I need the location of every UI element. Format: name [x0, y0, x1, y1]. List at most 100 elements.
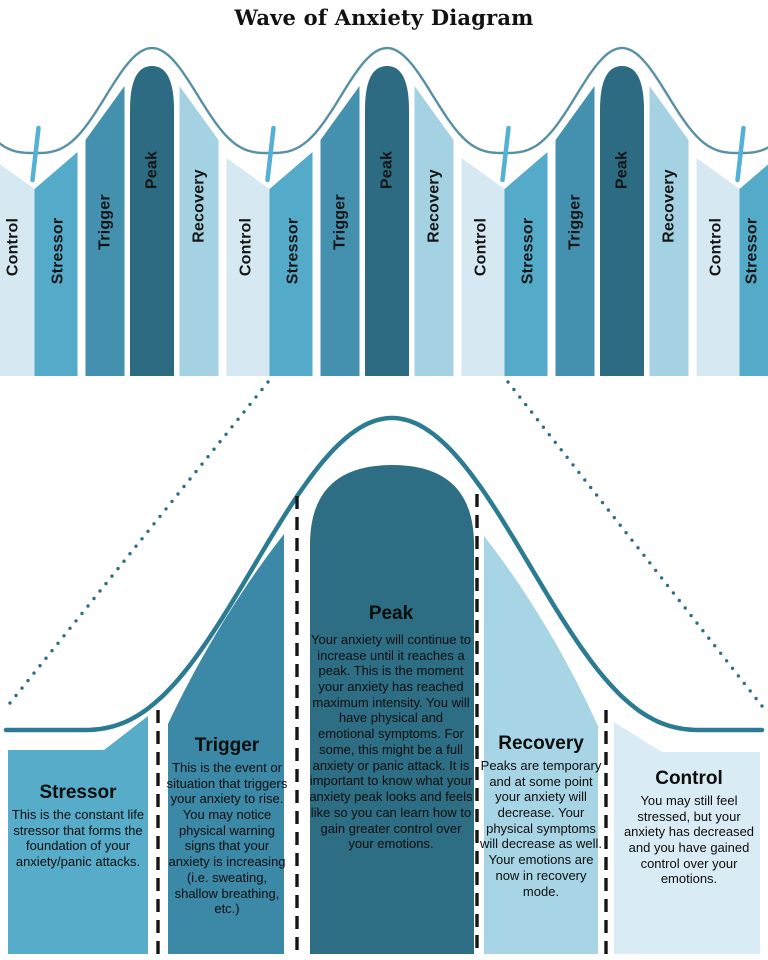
peak-body: Your anxiety will continue to increase u… [309, 631, 473, 852]
dotted-line-dot [553, 440, 557, 444]
trough-tick [735, 125, 746, 183]
dotted-line-dot [176, 492, 180, 496]
dotted-line-dot [20, 686, 24, 690]
wave-bar-control [461, 158, 505, 376]
dotted-line-dot [577, 470, 581, 475]
zoom-region-recovery [484, 536, 598, 954]
dotted-line-dot [218, 440, 222, 444]
trigger-heading: Trigger [194, 735, 260, 756]
dotted-line-dot [158, 514, 162, 519]
zoom-wave-curve [3, 415, 765, 733]
dotted-line-dot [56, 641, 60, 645]
wave-bar-label-control: Control [708, 218, 725, 276]
dotted-line-dot [116, 566, 120, 571]
zoom-wave-outline-curve [3, 415, 765, 733]
dotted-line-dot [260, 387, 264, 392]
zoom-panel-control: Control You may still feel stressed, but… [616, 768, 762, 887]
wave-bar-stressor [269, 152, 313, 376]
dotted-line-dot [74, 619, 78, 623]
zoom-panel-peak: Peak Your anxiety will continue to incre… [309, 603, 473, 852]
dotted-line-dot [701, 629, 705, 633]
dotted-line-dot [164, 507, 168, 511]
dotted-line-dot [236, 417, 240, 421]
wave-bar-label-recovery: Recovery [661, 169, 678, 243]
wave-bar-label-recovery: Recovery [191, 169, 208, 243]
dotted-line-dot [134, 544, 138, 548]
wave-bar-label-recovery: Recovery [426, 169, 443, 243]
wave-bar-recovery [179, 86, 219, 376]
wave-bar-trigger [320, 86, 360, 376]
trigger-body: This is the event or situation that trig… [166, 759, 288, 917]
magnifier-dotted-lines [8, 380, 764, 708]
zoom-region-control [614, 722, 760, 954]
dotted-line-dot [624, 531, 628, 535]
dotted-line-dot [618, 523, 622, 527]
dotted-line-dot [713, 644, 717, 648]
zoom-panel-stressor: Stressor This is the constant life stres… [8, 782, 148, 870]
stressor-body: This is the constant life stressor that … [11, 806, 145, 870]
dotted-line-dot [182, 484, 186, 489]
wave-bar-peak [600, 66, 644, 376]
recovery-heading: Recovery [498, 733, 584, 754]
trough-tick [30, 125, 41, 183]
trough-tick [265, 125, 276, 183]
page-title: Wave of Anxiety Diagram [234, 5, 534, 30]
dotted-line-dot [583, 478, 587, 482]
dotted-line-dot [630, 538, 634, 542]
wave-bar-stressor [739, 164, 768, 376]
dotted-line-dot [719, 651, 723, 655]
zoom-wave-regions [8, 465, 760, 954]
wave-bar-control [0, 164, 35, 376]
wave-bar-peak [130, 66, 174, 376]
dotted-line-dot [541, 425, 546, 429]
dotted-line-dot [736, 674, 741, 678]
wave-bar-label-stressor: Stressor [744, 218, 761, 285]
dotted-line-dot [230, 425, 234, 429]
trough-tick-marks [30, 125, 746, 183]
wave-bar-recovery [649, 86, 689, 376]
dotted-line-dot [518, 395, 522, 399]
dotted-line-dot [38, 664, 42, 668]
wave-bar-peak [365, 66, 409, 376]
dotted-line-dot [80, 611, 84, 616]
dotted-line-dot [671, 591, 676, 595]
dotted-line-dot [695, 621, 699, 625]
phase-divider-dashes [156, 494, 608, 956]
dotted-line-dot [707, 636, 711, 640]
dotted-line-dot [206, 455, 210, 459]
dotted-line-dot [86, 604, 90, 608]
zoom-panel-recovery: Recovery Peaks are temporary and at some… [478, 733, 604, 899]
dotted-line-dot [104, 581, 108, 586]
dotted-line-dot [594, 493, 599, 497]
dotted-line-dot [535, 418, 540, 422]
trough-tick [500, 125, 511, 183]
control-body: You may still feel stressed, but your an… [623, 792, 755, 887]
wave-bar-label-trigger: Trigger [332, 194, 349, 250]
zoom-region-trigger [168, 534, 284, 954]
dotted-line-dot [760, 704, 764, 708]
wave-bar-label-stressor: Stressor [520, 218, 537, 285]
wave-bar-label-peak: Peak [614, 151, 631, 189]
dotted-line-dot [642, 553, 646, 557]
dotted-line-dot [50, 649, 54, 653]
dotted-line-dot [529, 410, 534, 414]
dotted-line-dot [748, 689, 752, 693]
wave-bar-control [696, 158, 740, 376]
dotted-line-dot [677, 598, 681, 603]
dotted-line-dot [254, 395, 258, 399]
zoom-panel-trigger: Trigger This is the event or situation t… [164, 735, 290, 917]
dotted-line-dot [689, 613, 693, 618]
dotted-line-dot [14, 693, 18, 698]
dotted-line-dot [152, 522, 156, 526]
control-heading: Control [655, 768, 723, 789]
dotted-line-dot [146, 529, 150, 533]
wave-bar-control [226, 158, 270, 376]
dotted-line-dot [128, 552, 132, 556]
dotted-line-dot [44, 656, 48, 660]
dotted-line-dot [224, 432, 228, 436]
dotted-line-dot [754, 696, 758, 701]
dotted-line-dot [62, 634, 66, 638]
dotted-line-dot [547, 433, 551, 437]
